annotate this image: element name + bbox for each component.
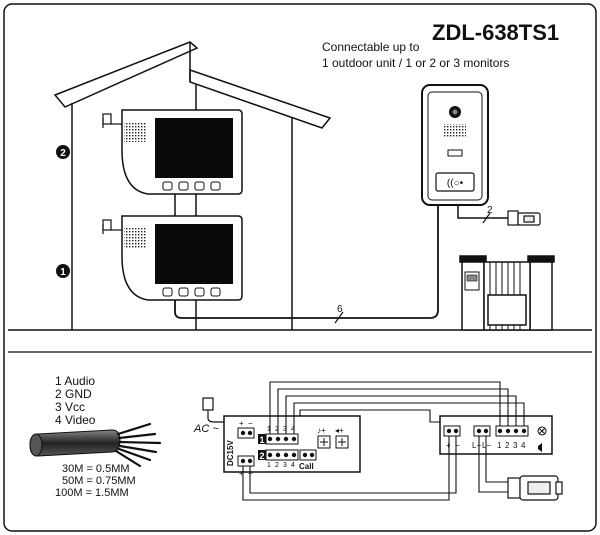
svg-text:L−: L−: [482, 441, 491, 450]
svg-text:4: 4: [291, 426, 295, 433]
floor-badge-1: 1: [56, 264, 70, 278]
svg-text:3: 3: [513, 441, 518, 450]
cable-bundle-icon: [29, 422, 162, 468]
outdoor-signal-terminal: 1 2 3 4: [495, 425, 529, 450]
legend-item-gnd: 2 GND: [55, 387, 92, 401]
gauge-100m: 100M = 1.5MM: [55, 487, 129, 499]
floor-badge-2: 2: [56, 145, 70, 159]
house: [53, 41, 332, 330]
main-cable: [174, 205, 439, 319]
outdoor-lock-terminal: L+ L−: [472, 425, 491, 450]
indoor-monitor-lower: [102, 215, 243, 301]
call-button: [435, 172, 475, 192]
power-adapter-icon: [102, 219, 122, 234]
electric-lock-icon: [507, 210, 541, 226]
svg-text:+: +: [239, 469, 244, 478]
legend-item-vcc: 3 Vcc: [55, 400, 85, 414]
svg-text:◂+: ◂+: [335, 426, 344, 435]
svg-text:3: 3: [283, 462, 287, 469]
ac-label: AC ~: [193, 423, 219, 435]
model-title: ZDL-638TS1: [432, 20, 559, 45]
dc-label: DC15V: [226, 440, 235, 466]
outdoor-unit: ((○•: [421, 84, 489, 206]
monitor-buttons: [162, 287, 221, 297]
svg-text:2: 2: [259, 451, 264, 461]
lock-cable-count: 2: [487, 205, 493, 216]
call-terminal: Call: [299, 449, 317, 471]
svg-text:4: 4: [291, 462, 295, 469]
speaker-grill: [124, 228, 146, 248]
gate: [459, 255, 555, 331]
svg-text:1: 1: [267, 426, 271, 433]
caption-line-1: Connectable up to: [322, 40, 420, 54]
svg-text:2: 2: [505, 441, 510, 450]
dc-terminal: + −: [237, 419, 255, 439]
wiring-legend: 1 Audio 2 GND 3 Vcc 4 Video: [55, 374, 96, 427]
speaker-icon: [538, 443, 542, 452]
svg-text:2: 2: [275, 462, 279, 469]
lock-wires: [478, 436, 508, 493]
svg-text:1: 1: [259, 435, 264, 445]
svg-text:1: 1: [497, 441, 502, 450]
legend-item-video: 4 Video: [55, 413, 96, 427]
svg-text:2: 2: [60, 148, 66, 159]
svg-text:1: 1: [267, 462, 271, 469]
main-cable-count: 6: [337, 304, 343, 315]
brightness-knob-icon: ◂+: [335, 426, 349, 449]
lock-icon: [507, 475, 563, 501]
bell-icon: ((○•: [447, 178, 464, 189]
indoor-monitor-upper: [102, 109, 243, 195]
gauge-50m: 50M = 0.75MM: [62, 475, 136, 487]
close-icon: [537, 426, 547, 436]
outer-border: [3, 3, 597, 532]
legend-item-audio: 1 Audio: [55, 374, 95, 388]
speaker-grill: [444, 124, 466, 138]
volume-knob-icon: ♪+: [317, 426, 331, 449]
svg-text:3: 3: [283, 426, 287, 433]
svg-text:1: 1: [60, 267, 66, 278]
call-label: Call: [299, 462, 314, 471]
signal-wires: [269, 381, 525, 434]
gauge-30m: 30M = 0.5MM: [62, 463, 130, 475]
speaker-grill: [124, 122, 146, 142]
terminal-block-1: 1 1 2 3 4: [258, 426, 299, 445]
svg-text:L+: L+: [472, 441, 481, 450]
svg-text:4: 4: [521, 441, 526, 450]
svg-text:−: −: [248, 419, 253, 428]
power-wires: [242, 436, 457, 501]
terminal-block-2: 2 1 2 3 4: [258, 449, 299, 469]
monitor-buttons: [162, 181, 221, 191]
wire-gauge-table: 30M = 0.5MM 50M = 0.75MM 100M = 1.5MM: [55, 463, 136, 499]
svg-text:+: +: [239, 419, 244, 428]
monitor-screen: [155, 118, 233, 178]
lock-cable: [457, 205, 508, 219]
caption-line-2: 1 outdoor unit / 1 or 2 or 3 monitors: [322, 56, 509, 70]
nameplate: [447, 149, 463, 157]
svg-text:2: 2: [275, 426, 279, 433]
svg-text:−: −: [455, 441, 460, 450]
svg-text:♪+: ♪+: [317, 426, 326, 435]
monitor-screen: [155, 224, 233, 284]
cable-slash: [334, 311, 344, 324]
power-adapter-icon: [102, 113, 122, 128]
